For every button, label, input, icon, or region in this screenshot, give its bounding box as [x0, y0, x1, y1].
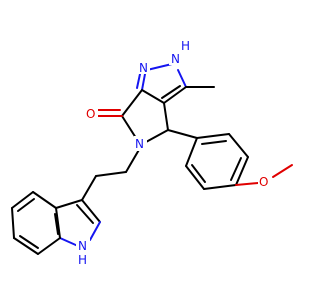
indole-n-text: N [78, 239, 87, 253]
lactam-n-text: N [135, 137, 144, 151]
structure-drawing: N N H O N O N H [11, 37, 293, 268]
indole-ring [11, 191, 101, 255]
bond-ind-c2-n1 [89, 221, 101, 241]
bond-ind-c3a-c3 [55, 199, 83, 209]
bond-bz-3 [11, 207, 15, 239]
bond-ar-1 [196, 133, 230, 139]
bond-c6-n5 [121, 115, 137, 139]
bond-n5-c4 [145, 129, 169, 143]
bond-ch2-indole [81, 175, 97, 201]
bond-ar-5 [185, 165, 205, 190]
bond-ar-6 [185, 137, 198, 167]
pyrazole-nh-n-text: N [171, 52, 180, 66]
bond-ar-d1 [201, 140, 227, 145]
bond-o-methyl [272, 164, 293, 178]
bond-bz-d2 [19, 235, 39, 249]
bond-c4-aryl [167, 129, 198, 139]
bond-c3-c3a [163, 86, 187, 104]
bond-bz-d1 [17, 198, 35, 212]
bond-ind-double [76, 204, 94, 224]
bond-aryl-o [235, 182, 259, 186]
bond-n1-n2 [146, 63, 173, 71]
atom-label-indole-nh: N H [76, 238, 90, 268]
carbonyl-o-text: O [86, 107, 95, 121]
bond-ar-3 [235, 156, 249, 186]
atom-label-pyrazole-n: N [138, 60, 150, 75]
bond-c7a-n1 [141, 73, 146, 91]
bond-n5-ch2 [125, 147, 141, 173]
atom-label-carbonyl-o: O [85, 106, 98, 121]
bond-bz-1 [32, 191, 57, 209]
bond-c3-c3a-double [161, 85, 181, 99]
atom-label-lactam-n: N [134, 136, 147, 151]
methoxyphenyl-ring [185, 133, 249, 190]
bond-c7a-c6 [121, 89, 143, 117]
bond-ind-n1-c7a [59, 237, 79, 247]
bond-ar-4 [203, 184, 237, 190]
pyrazole-nh-h-text: H [181, 39, 190, 53]
bond-ar-d2 [230, 157, 242, 181]
bond-ar-2 [228, 133, 249, 158]
pyrazole-n-text: N [139, 61, 148, 75]
bond-ch2-ch2 [95, 171, 127, 177]
bond-n2-c3 [177, 69, 187, 88]
bond-c4-c3a [163, 102, 169, 131]
methoxy-o-text: O [259, 175, 268, 189]
bond-c3a-c7a [141, 89, 165, 104]
pyrazole-ring [136, 63, 187, 104]
atom-label-pyrazole-nh: N H [169, 37, 191, 66]
bond-bz-5 [37, 237, 61, 255]
bond-bz-d3 [54, 213, 59, 235]
bond-ind-c3-c2 [81, 199, 101, 223]
indole-h-text: H [78, 253, 87, 267]
bond-bz-2 [11, 191, 34, 209]
bond-c7a-n1-double [136, 73, 141, 89]
bond-bz-4 [13, 237, 39, 255]
molecule-structure: N N H O N O N H [11, 37, 293, 268]
lactam-ring [121, 89, 169, 143]
atom-label-methoxy-o: O [258, 174, 272, 189]
bond-ar-d3 [191, 164, 206, 183]
bond-ind-c7a-c3a [55, 207, 61, 239]
